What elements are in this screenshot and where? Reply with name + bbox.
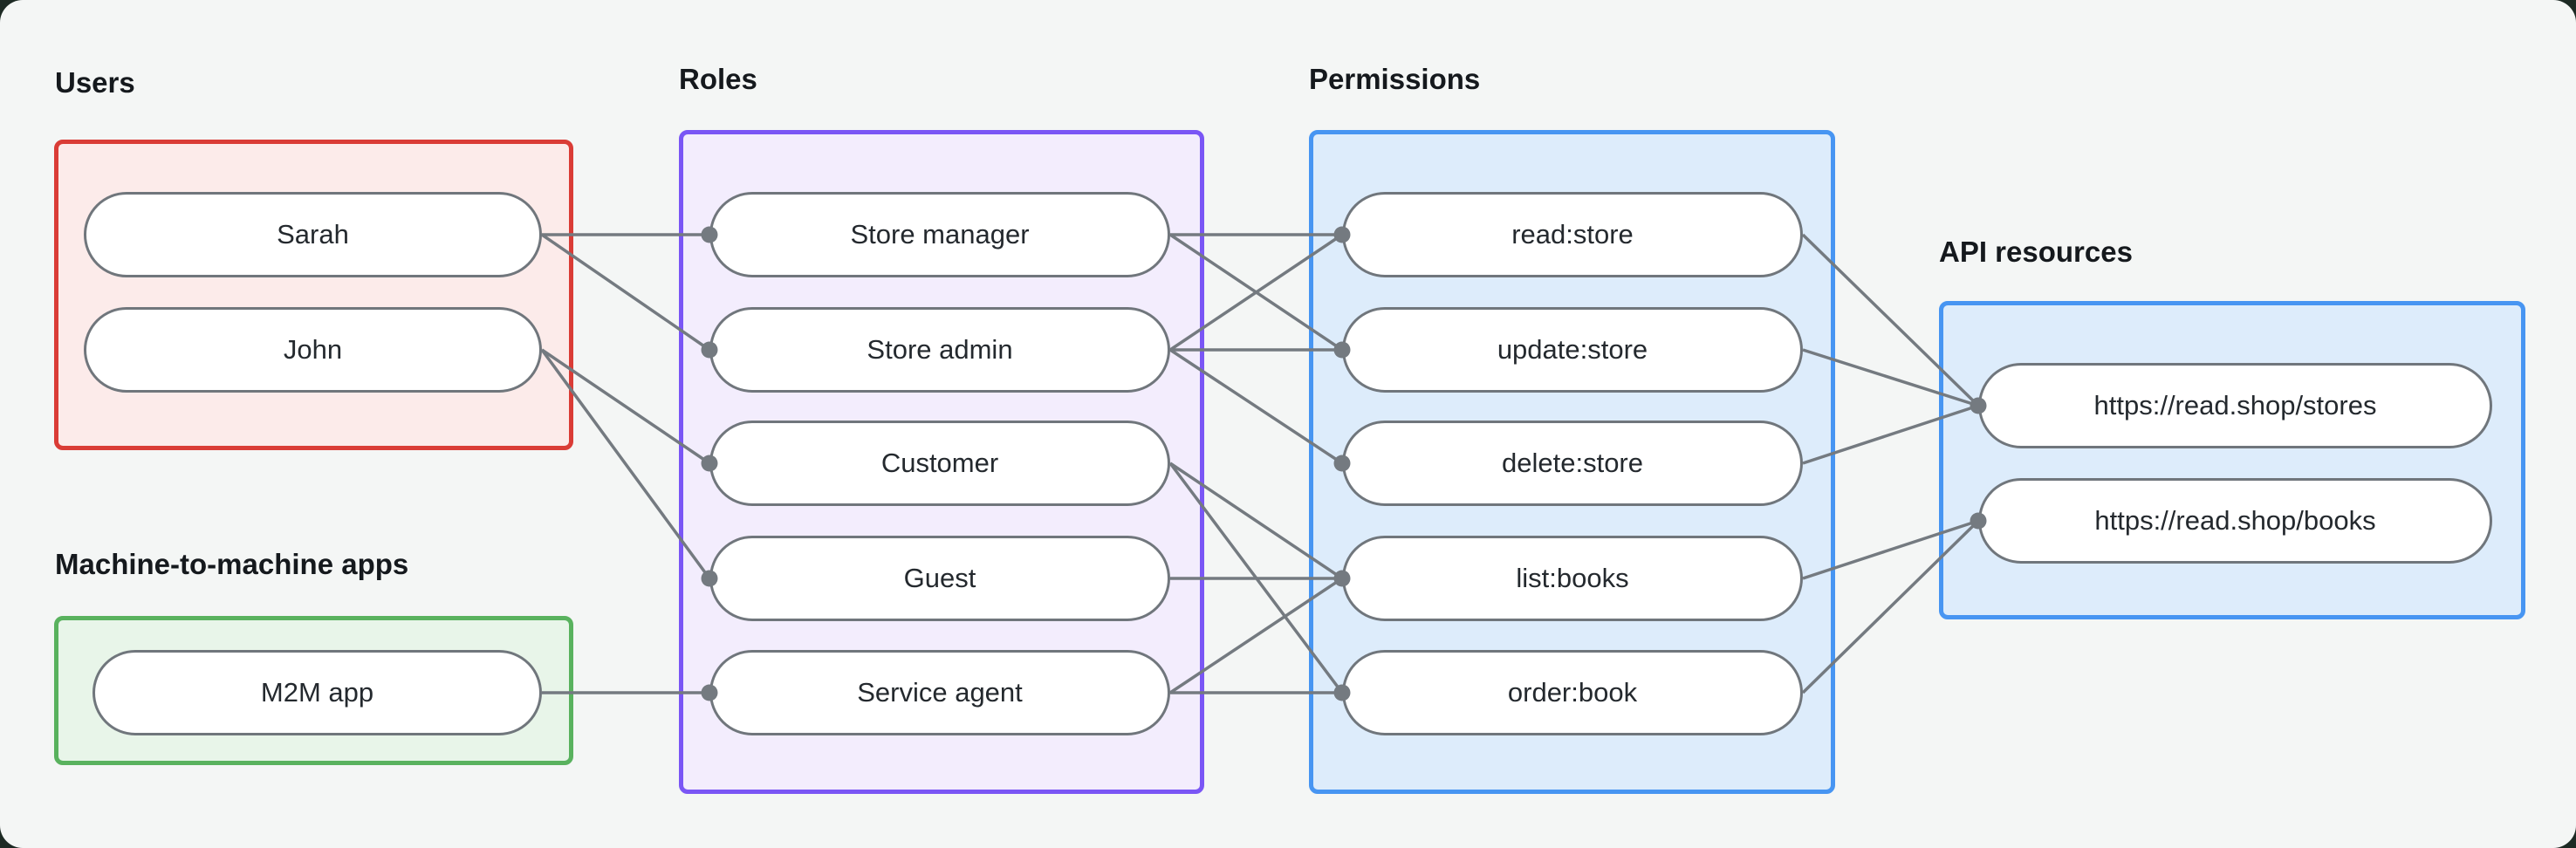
group-label-m2m: Machine-to-machine apps <box>55 548 409 580</box>
node-order-book: order:book <box>1342 650 1803 735</box>
group-label-users: Users <box>55 66 135 99</box>
node-john: John <box>84 307 542 393</box>
node-delete-store: delete:store <box>1342 421 1803 506</box>
group-label-permissions: Permissions <box>1309 63 1481 95</box>
group-box-users <box>54 140 573 450</box>
node-list-books: list:books <box>1342 536 1803 621</box>
node-store-manager: Store manager <box>709 192 1170 277</box>
node-sarah: Sarah <box>84 192 542 277</box>
node-api-books: https://read.shop/books <box>1978 478 2492 564</box>
node-customer: Customer <box>709 421 1170 506</box>
node-store-admin: Store admin <box>709 307 1170 393</box>
group-label-api: API resources <box>1939 236 2133 268</box>
node-service-agent: Service agent <box>709 650 1170 735</box>
node-read-store: read:store <box>1342 192 1803 277</box>
node-api-stores: https://read.shop/stores <box>1978 363 2492 448</box>
node-guest: Guest <box>709 536 1170 621</box>
group-label-roles: Roles <box>679 63 757 95</box>
node-update-store: update:store <box>1342 307 1803 393</box>
node-m2m-app: M2M app <box>92 650 542 735</box>
group-box-api <box>1939 301 2525 619</box>
